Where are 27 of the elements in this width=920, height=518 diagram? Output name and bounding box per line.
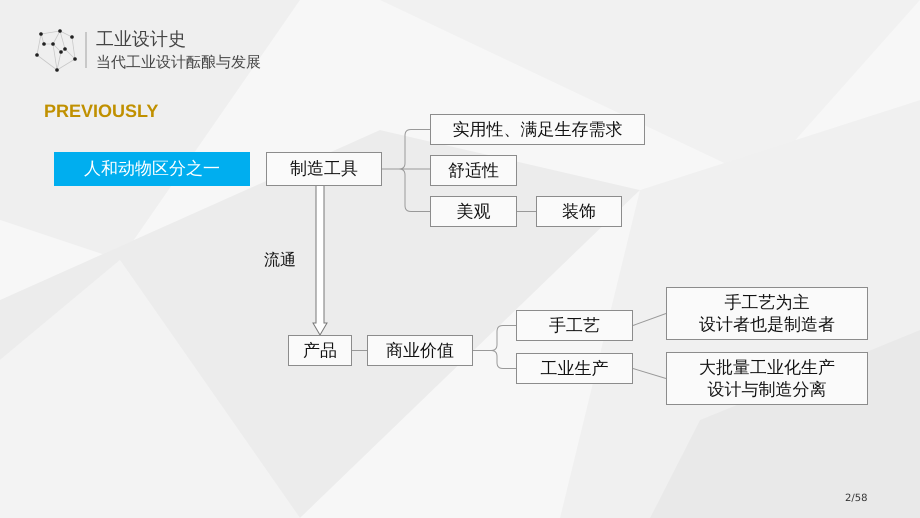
connector-line — [352, 350, 368, 351]
box-text: 大批量工业化生产 — [699, 356, 835, 378]
brace-line — [472, 350, 516, 369]
connector-line — [632, 368, 666, 379]
text-box: 工业生产 — [516, 353, 633, 384]
text-box: 美观 — [430, 196, 517, 227]
text-box: 制造工具 — [266, 152, 382, 186]
text-box: 实用性、满足生存需求 — [430, 114, 645, 145]
text-box — [666, 352, 868, 405]
slide-subtitle: 当代工业设计酝酿与发展 — [96, 52, 261, 72]
section-heading: PREVIOUSLY — [44, 100, 158, 122]
text-box: 商业价值 — [367, 335, 473, 366]
edge-label: 流通 — [264, 250, 296, 270]
box-text: 设计者也是制造者 — [699, 314, 835, 336]
slide-title: 工业设计史 — [96, 29, 186, 51]
text-box: 手工艺 — [516, 310, 633, 341]
text-box: 装饰 — [536, 196, 622, 227]
connector-line — [632, 313, 666, 326]
connector-line — [516, 211, 536, 212]
highlight-box: 人和动物区分之一 — [54, 152, 250, 186]
text-box: 产品 — [288, 335, 352, 366]
box-text: 设计与制造分离 — [708, 378, 826, 400]
text-box: 舒适性 — [430, 155, 517, 186]
hollow-arrow — [312, 186, 328, 336]
box-text: 手工艺为主 — [724, 292, 810, 314]
text-box — [666, 287, 868, 340]
page-number: 2/58 — [845, 493, 868, 505]
